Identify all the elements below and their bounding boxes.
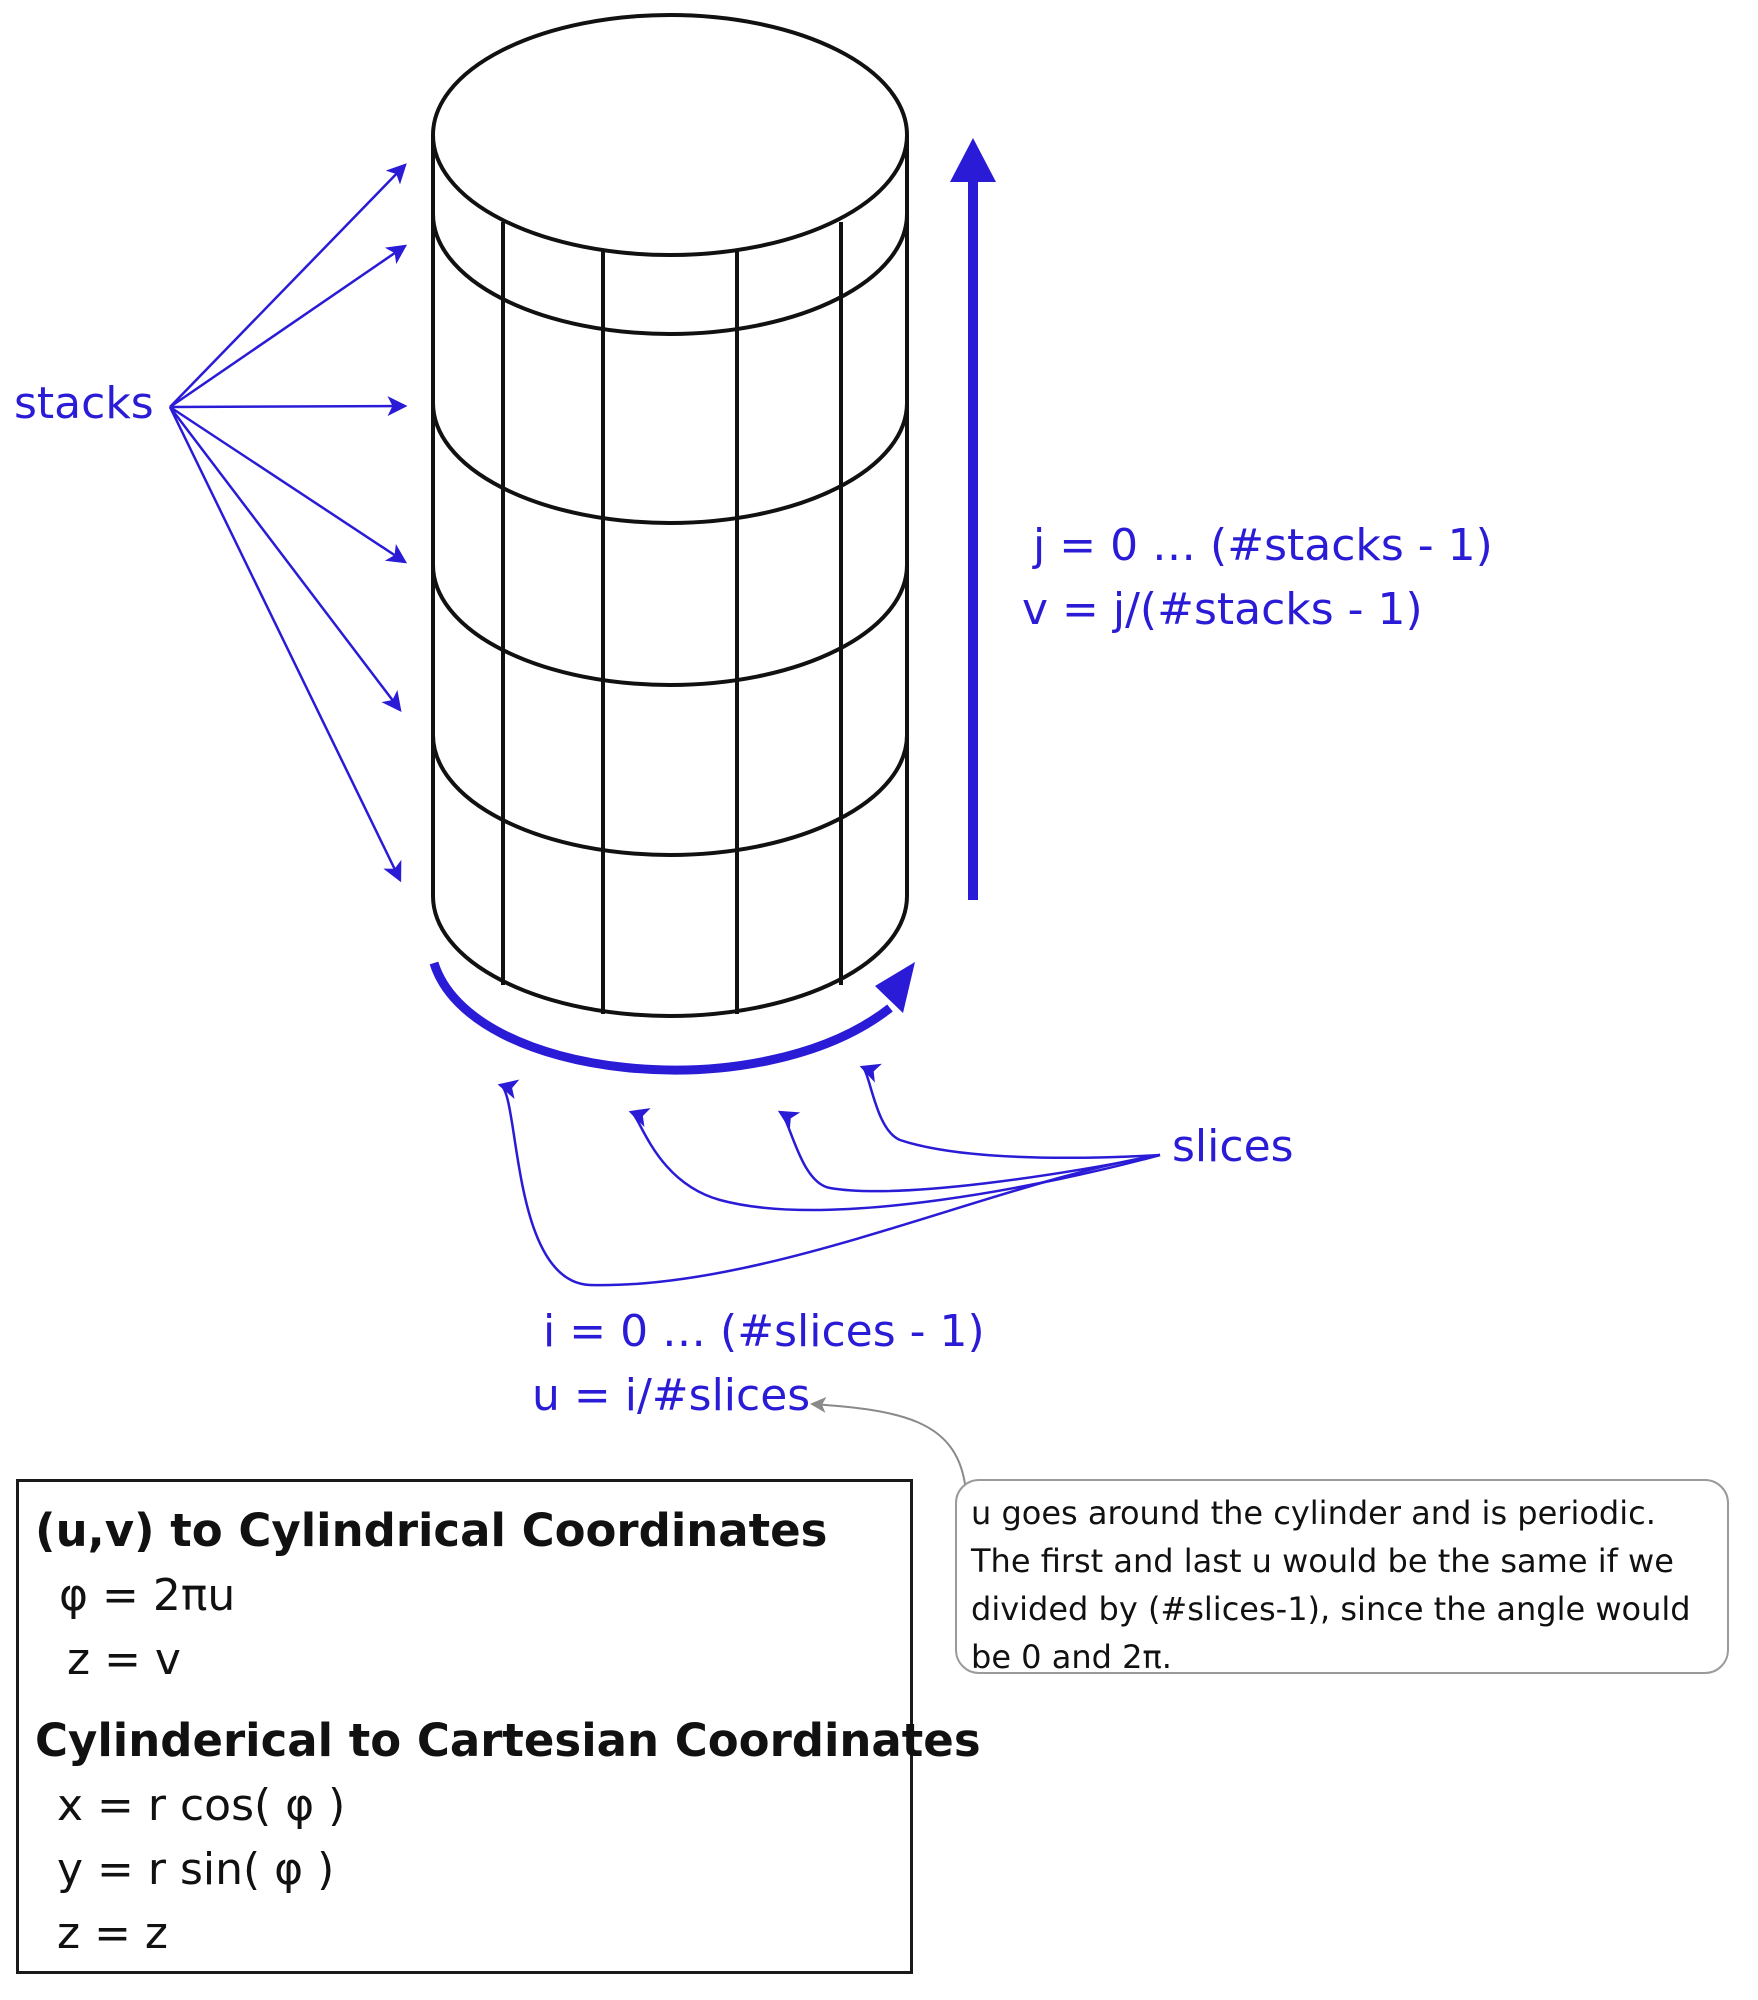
stack-ring-4 [431, 734, 909, 857]
slices-pointer-arrows [497, 1063, 1161, 1287]
stacks-arrow-1 [169, 163, 407, 408]
slices-arrow-4 [859, 1063, 1161, 1160]
j-range-label: j = 0 … (#stacks - 1) [1033, 520, 1493, 571]
stacks-arrow-4 [169, 405, 408, 564]
cylindrical-to-cartesian-heading: Cylinderical to Cartesian Coordinates [35, 1714, 981, 1767]
stacks-arrow-5 [169, 406, 402, 712]
slices-arrow-1 [497, 1079, 1161, 1287]
stacks-arrow-6 [168, 406, 402, 883]
stacks-label: stacks [14, 378, 154, 429]
stack-ring-1 [431, 213, 909, 336]
note-line-2: The first and last u would be the same i… [971, 1542, 1674, 1580]
stacks-pointer-arrows [168, 163, 408, 883]
phi-equation: φ = 2πu [59, 1570, 236, 1621]
stack-ring-3 [431, 564, 909, 687]
i-range-label: i = 0 … (#slices - 1) [543, 1306, 985, 1357]
slices-label: slices [1172, 1121, 1294, 1172]
slices-direction-arrow [429, 961, 915, 1075]
slices-arrow-3 [777, 1110, 1161, 1193]
note-pointer-arrow [810, 1396, 966, 1485]
slices-arrow-2 [628, 1108, 1161, 1212]
cylinder-top-cap [431, 13, 909, 257]
v-formula-label: v = j/(#stacks - 1) [1022, 584, 1423, 635]
uv-to-cylindrical-heading: (u,v) to Cylindrical Coordinates [35, 1504, 828, 1557]
formula-box: (u,v) to Cylindrical Coordinates φ = 2πu… [16, 1479, 981, 1974]
y-equation: y = r sin( φ ) [57, 1844, 335, 1895]
u-formula-label: u = i/#slices [532, 1370, 811, 1421]
cylinder-bottom-rim [431, 895, 909, 1018]
cylinder [431, 13, 909, 1018]
stacks-arrow-3 [169, 396, 408, 417]
note-line-4: be 0 and 2π. [971, 1638, 1172, 1676]
stacks-direction-arrow [950, 138, 996, 900]
stack-ring-2 [431, 402, 909, 525]
x-equation: x = r cos( φ ) [57, 1780, 346, 1831]
note-line-1: u goes around the cylinder and is period… [971, 1494, 1656, 1532]
z-equals-v-equation: z = v [67, 1634, 181, 1685]
z-equals-z-equation: z = z [57, 1908, 169, 1959]
periodicity-note-callout: u goes around the cylinder and is period… [955, 1479, 1729, 1676]
stacks-arrow-2 [169, 244, 408, 409]
note-line-3: divided by (#slices-1), since the angle … [971, 1590, 1691, 1628]
